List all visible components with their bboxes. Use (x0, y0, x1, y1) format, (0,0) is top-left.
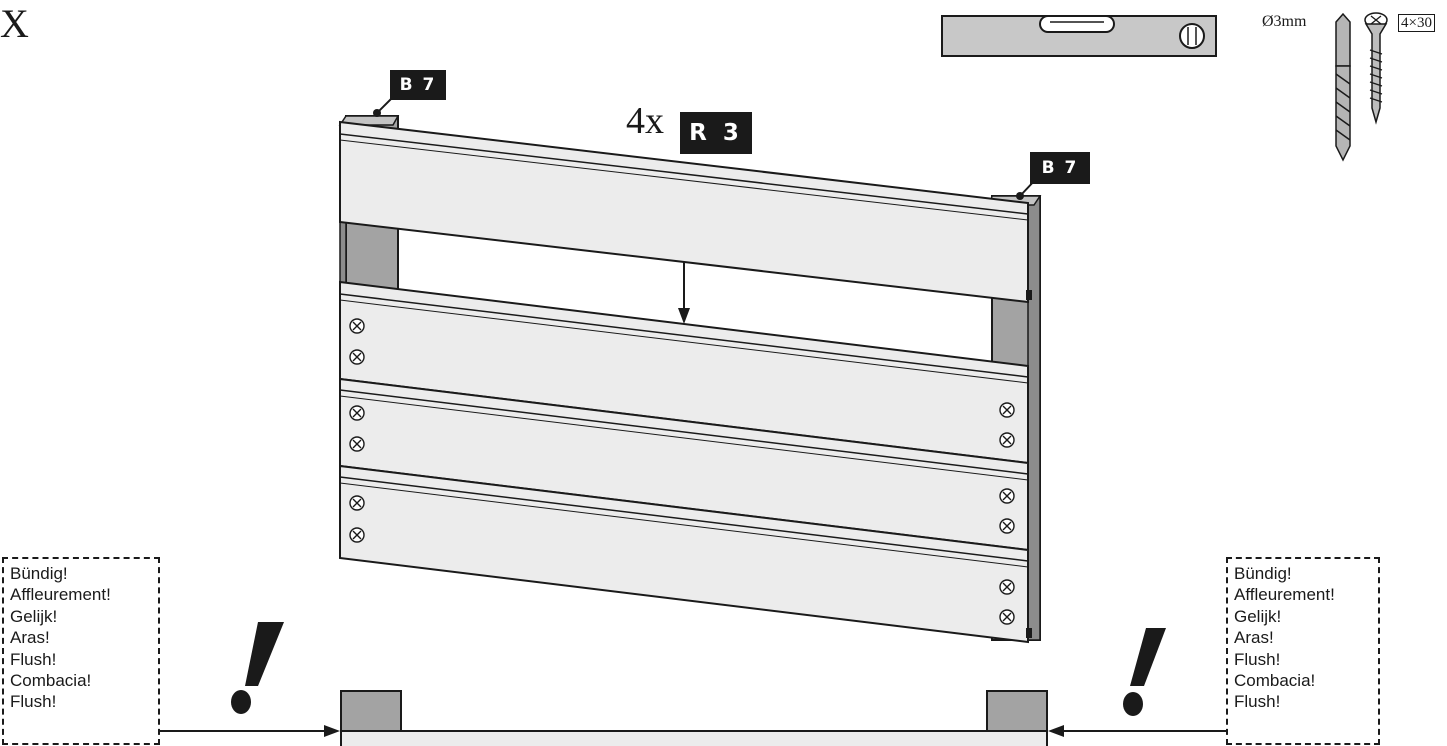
post-part-tag-left: B 7 (390, 70, 446, 100)
flush-note-line: Flush! (1234, 692, 1281, 712)
screw-marker (349, 436, 365, 452)
installed-board-3 (339, 464, 1032, 644)
drill-size-label: Ø3mm (1262, 13, 1307, 30)
flush-note-line: Bündig! (1234, 564, 1292, 583)
spirit-level-icon (941, 15, 1217, 57)
board-quantity: 4x (626, 100, 664, 142)
screw-marker (999, 518, 1015, 534)
screw-size-label: 4×30 (1398, 14, 1435, 32)
flush-note-line: Affleurement! (1234, 585, 1335, 605)
screw-marker (999, 488, 1015, 504)
screw-marker (349, 318, 365, 334)
screw-marker (349, 495, 365, 511)
top-board (339, 120, 1032, 304)
screw-marker (349, 349, 365, 365)
drill-bit-icon (1335, 12, 1351, 162)
step-letter: X (0, 1, 29, 46)
screw-icon (1364, 12, 1388, 125)
flush-note-right: Bündig! Affleurement! Gelijk! Aras! Flus… (1226, 557, 1380, 745)
flush-note-line: Combacia! (10, 671, 92, 691)
placement-arrow (678, 262, 690, 324)
screw-marker (999, 432, 1015, 448)
screw-marker (999, 402, 1015, 418)
flush-note-line: Aras! (10, 628, 50, 648)
flush-note-line: Gelijk! (10, 606, 58, 626)
screw-marker (349, 527, 365, 543)
board-part-tag: R 3 (680, 112, 752, 154)
warning-exclamation-right-icon (1123, 628, 1166, 716)
screw-marker (349, 405, 365, 421)
flush-note-line: Gelijk! (1234, 606, 1282, 626)
warning-exclamation-left-icon (231, 622, 284, 714)
flush-note-left: Bündig! Affleurement! Gelijk! Aras! Flus… (2, 557, 160, 745)
flush-note-line: Aras! (1234, 628, 1274, 648)
flush-note-line: Flush! (10, 692, 57, 712)
flush-note-line: Combacia! (1234, 671, 1316, 691)
flush-detail (158, 690, 1226, 746)
flush-note-line: Flush! (10, 649, 57, 669)
flush-note-line: Flush! (1234, 649, 1281, 669)
installed-board-2 (339, 377, 1029, 552)
screw-marker (999, 579, 1015, 595)
flush-note-line: Affleurement! (10, 585, 111, 605)
post-part-tag-right: B 7 (1030, 152, 1090, 184)
screw-marker (999, 609, 1015, 625)
flush-note-line: Bündig! (10, 564, 68, 583)
screw-markers (349, 318, 1015, 625)
